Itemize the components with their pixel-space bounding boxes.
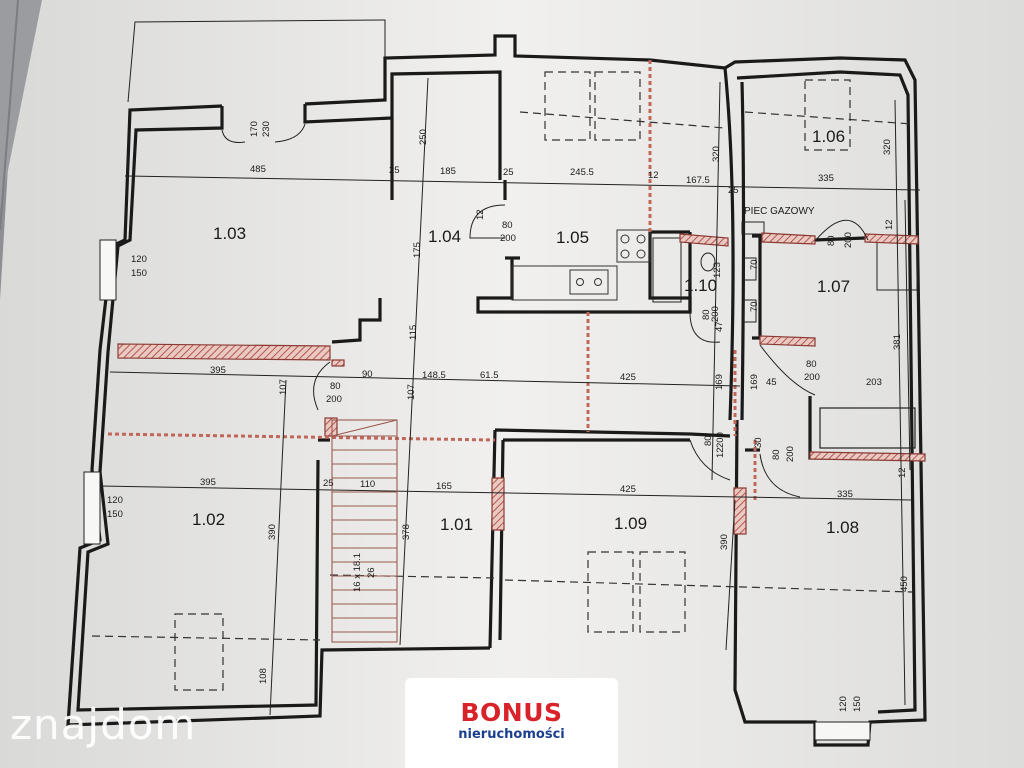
dimension-lines	[99, 77, 921, 716]
dim-61-5: 61.5	[480, 370, 499, 381]
watermark-text: znajdom	[10, 700, 197, 749]
dim-320: 320	[711, 146, 722, 162]
dim-250: 250	[418, 129, 429, 145]
dim-108: 108	[258, 668, 269, 684]
room-1-07: 1.07	[817, 277, 850, 296]
dim-120: 120	[838, 696, 849, 712]
room-1-09: 1.09	[614, 514, 647, 533]
dim-390: 390	[719, 534, 730, 550]
dim-12: 12	[897, 467, 908, 478]
dim-120: 120	[107, 495, 123, 506]
dim-230: 230	[261, 121, 272, 137]
agency-logo[interactable]: BONUS nieruchomości	[405, 678, 618, 768]
room-1-04: 1.04	[428, 227, 461, 246]
dim-107: 107	[278, 379, 289, 395]
dim-320: 320	[882, 139, 893, 155]
dim-395: 395	[200, 477, 216, 488]
dim-115: 115	[408, 325, 419, 340]
dim-25: 25	[728, 185, 739, 196]
dim-203: 203	[866, 377, 882, 388]
dim-150: 150	[107, 509, 123, 520]
dim-169: 169	[714, 374, 725, 390]
room-1-10: 1.10	[684, 276, 717, 295]
dim-200: 200	[710, 306, 721, 322]
room-1-03: 1.03	[213, 224, 246, 243]
dim-200: 200	[804, 372, 820, 383]
dim-175: 175	[412, 242, 423, 258]
dim-200: 200	[785, 446, 796, 462]
dim-425: 425	[620, 372, 636, 383]
beam-lines	[107, 60, 757, 500]
room-labels: 1.03 1.04 1.05 1.06 1.07 1.10 1.02 1.01 …	[192, 127, 859, 537]
dim-107: 107	[406, 384, 417, 400]
room-1-02: 1.02	[192, 510, 225, 529]
dim-148-5: 148.5	[422, 370, 446, 381]
dim-80: 80	[806, 359, 817, 370]
dim-25: 25	[323, 478, 334, 489]
dim-12: 12	[475, 209, 486, 220]
dim-169: 169	[749, 374, 760, 390]
dim-70: 70	[749, 259, 760, 270]
dim-12: 12	[715, 447, 726, 458]
room-1-06: 1.06	[812, 127, 845, 146]
dimension-labels: 485 25 185 25 245.5 12 167.5 25 335 250 …	[107, 121, 910, 712]
dim-390: 390	[267, 524, 278, 540]
dim-12: 12	[648, 170, 659, 181]
boiler-label: PIEC GAZOWY	[744, 206, 815, 217]
room-1-01: 1.01	[440, 515, 473, 534]
dim-123: 123	[712, 262, 723, 278]
windows	[83, 239, 871, 741]
dim-450: 450	[899, 576, 910, 592]
dim-485: 485	[250, 164, 266, 175]
hatched-walls	[117, 232, 926, 535]
dim-378: 378	[401, 524, 412, 540]
dim-47: 47	[714, 321, 725, 332]
dim-150: 150	[852, 696, 863, 712]
dim-200: 200	[843, 232, 854, 248]
dim-120: 120	[131, 254, 147, 265]
room-1-05: 1.05	[556, 228, 589, 247]
room-1-08: 1.08	[826, 518, 859, 537]
paper-edge	[0, 0, 42, 210]
dim-170: 170	[249, 121, 260, 137]
dim-381: 381	[892, 334, 903, 350]
dim-30: 30	[753, 437, 764, 448]
stairs	[331, 419, 398, 643]
dim-245-5: 245.5	[570, 167, 594, 178]
dim-395: 395	[210, 365, 226, 376]
paper-fold	[0, 0, 19, 231]
dim-70: 70	[749, 301, 760, 312]
dim-335: 335	[837, 489, 853, 500]
dim-335: 335	[818, 173, 834, 184]
dim-80: 80	[701, 309, 712, 320]
dim-12: 12	[884, 219, 895, 230]
dim-200: 200	[500, 233, 516, 244]
dim-45: 45	[766, 377, 777, 388]
stairs-dim: 26	[366, 567, 377, 578]
doors	[221, 123, 869, 498]
dim-80: 80	[826, 235, 837, 246]
dim-167-5: 167.5	[686, 175, 710, 186]
logo-subtitle: nieruchomości	[458, 727, 565, 742]
stairs-dim: 16 x 18.1	[352, 553, 363, 592]
dim-80: 80	[771, 449, 782, 460]
dim-80: 80	[330, 381, 341, 392]
dim-185: 185	[440, 166, 456, 177]
dim-200: 200	[715, 432, 726, 448]
dim-110: 110	[360, 479, 375, 490]
dim-425: 425	[620, 484, 636, 495]
dim-25: 25	[503, 167, 514, 178]
dim-25: 25	[389, 165, 400, 176]
dim-80: 80	[502, 220, 513, 231]
dim-80: 80	[703, 435, 714, 446]
dim-165: 165	[436, 481, 452, 492]
logo-title: BONUS	[460, 698, 563, 727]
dim-150: 150	[131, 268, 147, 279]
dim-90: 90	[362, 369, 373, 380]
dim-200: 200	[326, 394, 342, 405]
